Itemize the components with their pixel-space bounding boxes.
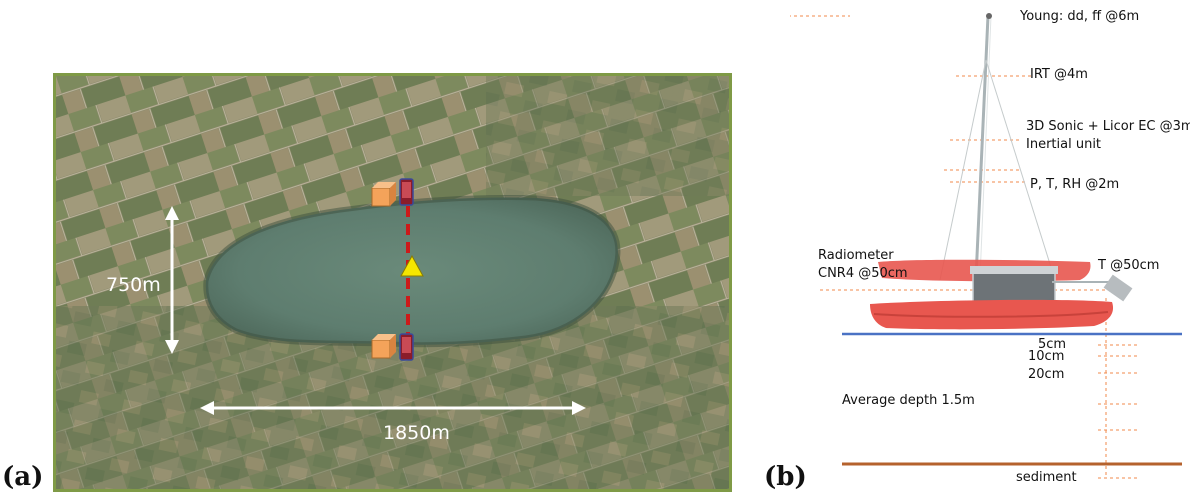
length-label: 1850m <box>383 422 450 444</box>
label-radiometer: Radiometer <box>818 248 894 263</box>
label-depth-10cm: 10cm <box>1028 349 1065 364</box>
label-irt: IRT @4m <box>1030 67 1088 82</box>
width-label: 750m <box>106 274 161 296</box>
label-t50: T @50cm <box>1098 258 1160 273</box>
label-cnr4: CNR4 @50cm <box>818 266 908 281</box>
north-station <box>371 178 414 207</box>
label-sonic: 3D Sonic + Licor EC @3m <box>1026 119 1190 134</box>
label-young: Young: dd, ff @6m <box>1020 9 1140 24</box>
label-inertial: Inertial unit <box>1026 137 1102 152</box>
label-ptrh: P, T, RH @2m <box>1030 177 1120 192</box>
aerial-map-image <box>56 76 729 489</box>
aerial-map: 750m 1850m <box>53 73 732 492</box>
panel-b-label: (b) <box>764 462 807 492</box>
label-depth-5cm: 5cm <box>1038 337 1067 352</box>
label-average-depth: Average depth 1.5m <box>842 393 975 408</box>
catamaran-scheme: Young: dd, ff @6m IRT @4m 3D Sonic + Lic… <box>788 0 1190 497</box>
label-sediment: sediment <box>1016 470 1077 485</box>
south-station <box>371 333 414 361</box>
scheme-drawing <box>788 13 1182 479</box>
panel-a-label: (a) <box>2 462 44 492</box>
label-depth-20cm: 20cm <box>1028 367 1065 382</box>
